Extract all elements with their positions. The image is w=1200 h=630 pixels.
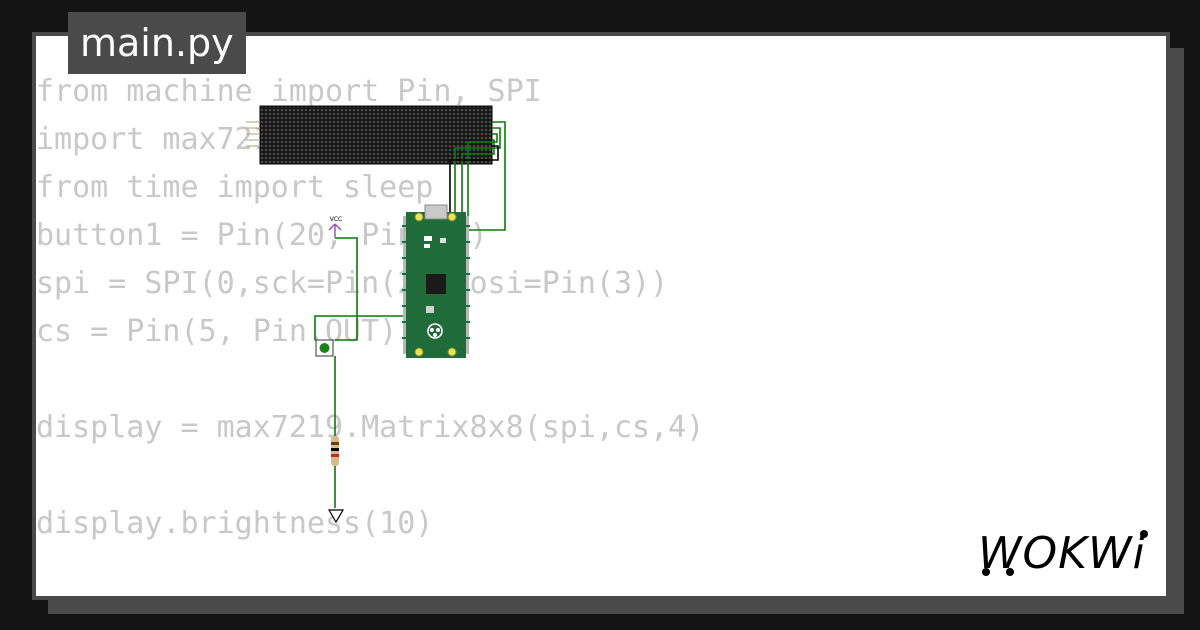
push-button[interactable] [315, 339, 334, 357]
ground-symbol [327, 509, 345, 524]
code-line-8: display = max7219.Matrix8x8(spi,cs,4) [36, 410, 705, 445]
code-line-1: from machine import Pin, SPI [36, 74, 542, 109]
vcc-label: VCC [330, 216, 342, 223]
vcc-symbol: VCC [328, 216, 342, 238]
code-line-3: from time import sleep [36, 170, 434, 205]
wires [314, 121, 506, 508]
code-line-10: display.brightness(10) [36, 506, 434, 541]
code-listing: from machine import Pin, SPI import max7… [36, 68, 704, 548]
preview-card [32, 32, 1170, 600]
wokwi-logo: WOKWi [978, 528, 1148, 578]
wokwi-logo-text: WOKWi [978, 528, 1146, 578]
code-line-2: import max7219 [36, 122, 289, 157]
filename-label: main.py [80, 21, 234, 65]
filename-tab[interactable]: main.py [68, 12, 246, 74]
raspberry-pi-pico[interactable] [402, 204, 470, 358]
led-matrix[interactable] [246, 105, 493, 165]
resistor[interactable] [331, 436, 339, 466]
